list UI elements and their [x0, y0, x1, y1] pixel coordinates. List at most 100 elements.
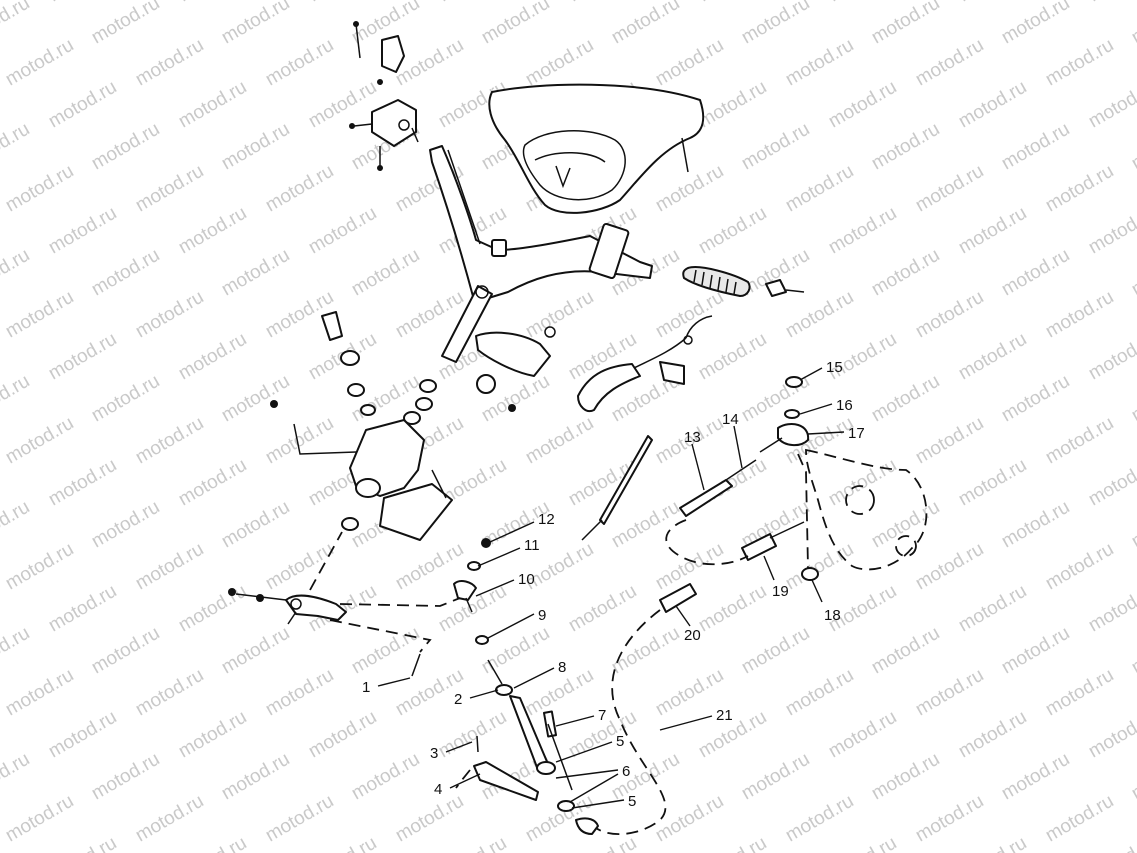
watermark-text: motod.ru [262, 35, 337, 91]
watermark-text: motod.ru [88, 0, 163, 48]
watermark-text: motod.ru [2, 791, 77, 847]
watermark-text: motod.ru [132, 287, 207, 343]
watermark-text: motod.ru [695, 203, 770, 259]
watermark-text: motod.ru [88, 623, 163, 679]
watermark-text: motod.ru [695, 77, 770, 133]
callout-8: 8 [513, 659, 566, 689]
svg-text:11: 11 [524, 537, 540, 554]
handlebar [429, 145, 653, 363]
watermark-text: motod.ru [608, 623, 683, 679]
watermark-text: motod.ru [868, 371, 943, 427]
connector-lines [309, 531, 471, 789]
watermark-text: motod.ru [998, 623, 1073, 679]
watermark-text: motod.ru [45, 833, 120, 853]
watermark-text: motod.ru [695, 329, 770, 385]
watermark-text: motod.ru [218, 371, 293, 427]
watermark-text: motod.ru [1128, 119, 1137, 175]
watermark-text: motod.ru [738, 0, 813, 48]
watermark-text: motod.ru [2, 539, 77, 595]
watermark-text: motod.ru [782, 287, 857, 343]
watermark-text: motod.ru [1042, 161, 1117, 217]
watermark-text: motod.ru [695, 581, 770, 637]
cable-fittings [581, 376, 810, 541]
watermark-text: motod.ru [435, 833, 510, 853]
callout-16: 16 [799, 397, 853, 415]
callout-15: 15 [799, 359, 843, 381]
callout-13: 13 [684, 429, 705, 491]
watermark-text: motod.ru [2, 287, 77, 343]
watermark-text: motod.ru [175, 329, 250, 385]
watermark-text: motod.ru [565, 581, 640, 637]
watermark-text: motod.ru [0, 371, 33, 427]
watermark-text: motod.ru [522, 413, 597, 469]
watermark-text: motod.ru [912, 35, 987, 91]
callout-2: 2 [454, 689, 499, 708]
watermark-text: motod.ru [868, 749, 943, 805]
watermark-text: motod.ru [132, 161, 207, 217]
watermark-text: motod.ru [218, 623, 293, 679]
callout-5-lower: 5 [571, 793, 636, 810]
watermark-text: motod.ru [998, 497, 1073, 553]
watermark-text: motod.ru [348, 749, 423, 805]
watermark-text: motod.ru [88, 749, 163, 805]
svg-text:4: 4 [434, 781, 442, 798]
watermark-text: motod.ru [88, 497, 163, 553]
watermark-text: motod.ru [608, 0, 683, 48]
watermark-text: motod.ru [955, 0, 1030, 6]
watermark-text: motod.ru [262, 539, 337, 595]
watermark-text: motod.ru [1128, 245, 1137, 301]
watermark-text: motod.ru [1042, 287, 1117, 343]
svg-text:13: 13 [684, 429, 701, 446]
watermark-text: motod.ru [955, 203, 1030, 259]
watermark-text: motod.ru [1128, 371, 1137, 427]
watermark-text: motod.ru [1085, 0, 1137, 6]
watermark-text: motod.ru [955, 833, 1030, 853]
watermark-text: motod.ru [868, 245, 943, 301]
watermark-text: motod.ru [0, 119, 33, 175]
watermark-text: motod.ru [392, 791, 467, 847]
callout-4: 4 [434, 773, 481, 798]
watermark-text: motod.ru [738, 749, 813, 805]
watermark-text: motod.ru [478, 623, 553, 679]
pitman-arm [228, 588, 421, 677]
watermark-text: motod.ru [175, 203, 250, 259]
watermark-text: motod.ru [998, 0, 1073, 48]
watermark-text: motod.ru [262, 161, 337, 217]
watermark-text: motod.ru [132, 665, 207, 721]
watermark-text: motod.ru [218, 0, 293, 48]
watermark-text: motod.ru [262, 413, 337, 469]
callout-21: 21 [659, 707, 733, 731]
watermark-text: motod.ru [1085, 455, 1137, 511]
watermark-text: motod.ru [1085, 329, 1137, 385]
watermark-text: motod.ru [782, 791, 857, 847]
watermark-text: motod.ru [175, 833, 250, 853]
watermark-text: motod.ru [1085, 707, 1137, 763]
watermark-text: motod.ru [1042, 665, 1117, 721]
callout-1: 1 [362, 677, 411, 696]
watermark-text: motod.ru [88, 119, 163, 175]
watermark-text: motod.ru [1128, 497, 1137, 553]
watermark-text: motod.ru [825, 77, 900, 133]
lower-cable [595, 519, 819, 835]
watermark-text: motod.ru [1042, 539, 1117, 595]
watermark-text: motod.ru [868, 497, 943, 553]
watermark-text: motod.ru [478, 0, 553, 48]
watermark-text: motod.ru [998, 245, 1073, 301]
watermark-text: motod.ru [912, 161, 987, 217]
watermark-text: motod.ru [1085, 203, 1137, 259]
watermark-text: motod.ru [825, 203, 900, 259]
watermark-text: motod.ru [565, 833, 640, 853]
watermark-text: motod.ru [348, 623, 423, 679]
watermark-text: motod.ru [435, 0, 510, 6]
watermark-text: motod.ru [175, 77, 250, 133]
watermark-text: motod.ru [218, 119, 293, 175]
watermark-text: motod.ru [955, 581, 1030, 637]
svg-text:12: 12 [538, 511, 555, 528]
watermark-text: motod.ru [218, 497, 293, 553]
watermark-text: motod.ru [305, 0, 380, 6]
watermark-text: motod.ru [782, 539, 857, 595]
watermark-text: motod.ru [955, 77, 1030, 133]
watermark-text: motod.ru [652, 35, 727, 91]
watermark-text: motod.ru [348, 245, 423, 301]
